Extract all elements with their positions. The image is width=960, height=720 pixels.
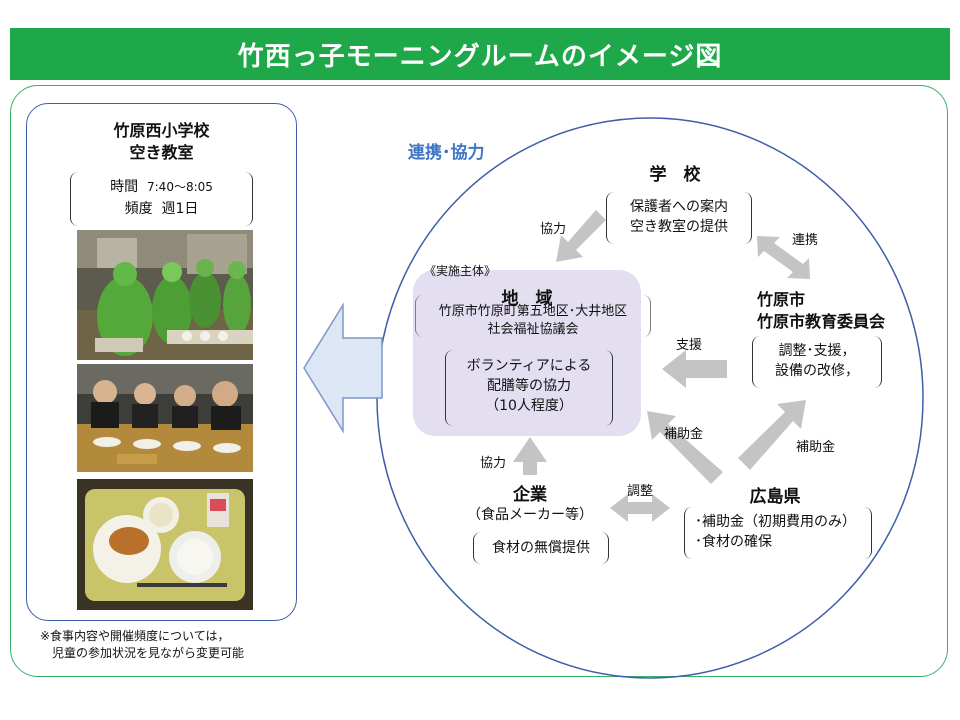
page-title: 竹西っ子モーニングルームのイメージ図 — [10, 28, 950, 80]
label-city-to-region: 支援 — [676, 338, 703, 353]
schedule-box: 時間 7:40～8:05 頻度 週1日 — [70, 172, 253, 226]
diagram-frame — [10, 85, 948, 677]
school-box: 保護者への案内 空き教室の提供 — [606, 192, 752, 244]
label-school-to-region: 協力 — [540, 222, 567, 237]
arrow-company-to-region — [513, 437, 547, 475]
volunteers-photo — [77, 230, 253, 360]
frequency-value: 週1日 — [161, 201, 199, 217]
region-org-line-1: 竹原市竹原町第五地区･大井地区 — [438, 304, 628, 319]
footnote-line-2: 児童の参加状況を見ながら変更可能 — [52, 646, 245, 660]
footnote-line-1: ※食事内容や開催頻度については， — [40, 629, 230, 643]
time-label: 時間 — [110, 179, 139, 195]
arrow-company-pref — [610, 494, 670, 522]
city-box-line-2: 設備の改修， — [775, 363, 859, 379]
region-title: 地 域 — [501, 289, 553, 309]
region-org-line-2: 社会福祉協議会 — [487, 322, 579, 337]
volunteer-line-1: ボランティアによる — [466, 358, 592, 374]
breakfast-photo — [77, 479, 253, 610]
city-box: 調整･支援， 設備の改修， — [752, 336, 882, 388]
arrow-school-city — [757, 236, 810, 279]
cooperation-header: 連携･協力 — [408, 143, 485, 163]
label-pref-to-city: 補助金 — [796, 440, 836, 455]
arrow-school-to-region — [556, 210, 606, 262]
label-company-pref: 調整 — [627, 484, 654, 499]
prefecture-title: 広島県 — [749, 487, 801, 507]
school-box-line-1: 保護者への案内 — [630, 199, 728, 215]
label-school-city: 連携 — [792, 233, 819, 248]
company-title: 企業 — [513, 485, 547, 505]
city-title-line-1: 竹原市 — [757, 290, 806, 309]
prefecture-box-line-2: ･食材の確保 — [695, 534, 772, 550]
city-title: 竹原市 竹原市教育委員会 — [757, 289, 885, 333]
school-box-line-2: 空き教室の提供 — [630, 219, 728, 235]
label-pref-to-region: 補助金 — [664, 427, 704, 442]
prefecture-box: ･補助金（初期費用のみ） ･食材の確保 — [684, 507, 872, 559]
prefecture-box-line-1: ･補助金（初期費用のみ） — [695, 514, 856, 530]
arrow-pref-to-region — [647, 411, 723, 484]
company-box: 食材の無償提供 — [473, 532, 609, 564]
volunteer-line-3: （10人程度） — [485, 398, 573, 414]
school-room-heading: 竹原西小学校 空き教室 — [26, 120, 297, 164]
implementer-label: 《実施主体》 — [424, 264, 497, 278]
label-company-to-region: 協力 — [480, 456, 507, 471]
footnote: ※食事内容や開催頻度については， 児童の参加状況を見ながら変更可能 — [40, 628, 320, 662]
room-name: 空き教室 — [129, 143, 194, 162]
volunteer-box: ボランティアによる 配膳等の協力 （10人程度） — [445, 350, 613, 426]
frequency-label: 頻度 — [124, 201, 153, 217]
big-left-arrow — [303, 302, 383, 434]
school-room-panel — [26, 103, 297, 621]
volunteer-line-2: 配膳等の協力 — [487, 378, 571, 394]
time-value: 7:40～8:05 — [147, 180, 213, 194]
city-title-line-2: 竹原市教育委員会 — [757, 312, 886, 331]
company-subtitle: （食品メーカー等） — [467, 507, 593, 523]
children-photo — [77, 364, 253, 472]
region-org: 竹原市竹原町第五地区･大井地区 社会福祉協議会 — [415, 295, 651, 337]
arrow-city-to-region — [662, 350, 727, 388]
city-box-line-1: 調整･支援， — [778, 343, 856, 359]
school-title: 学 校 — [649, 165, 701, 185]
arrow-pref-to-city — [738, 400, 806, 470]
school-name: 竹原西小学校 — [113, 121, 210, 140]
